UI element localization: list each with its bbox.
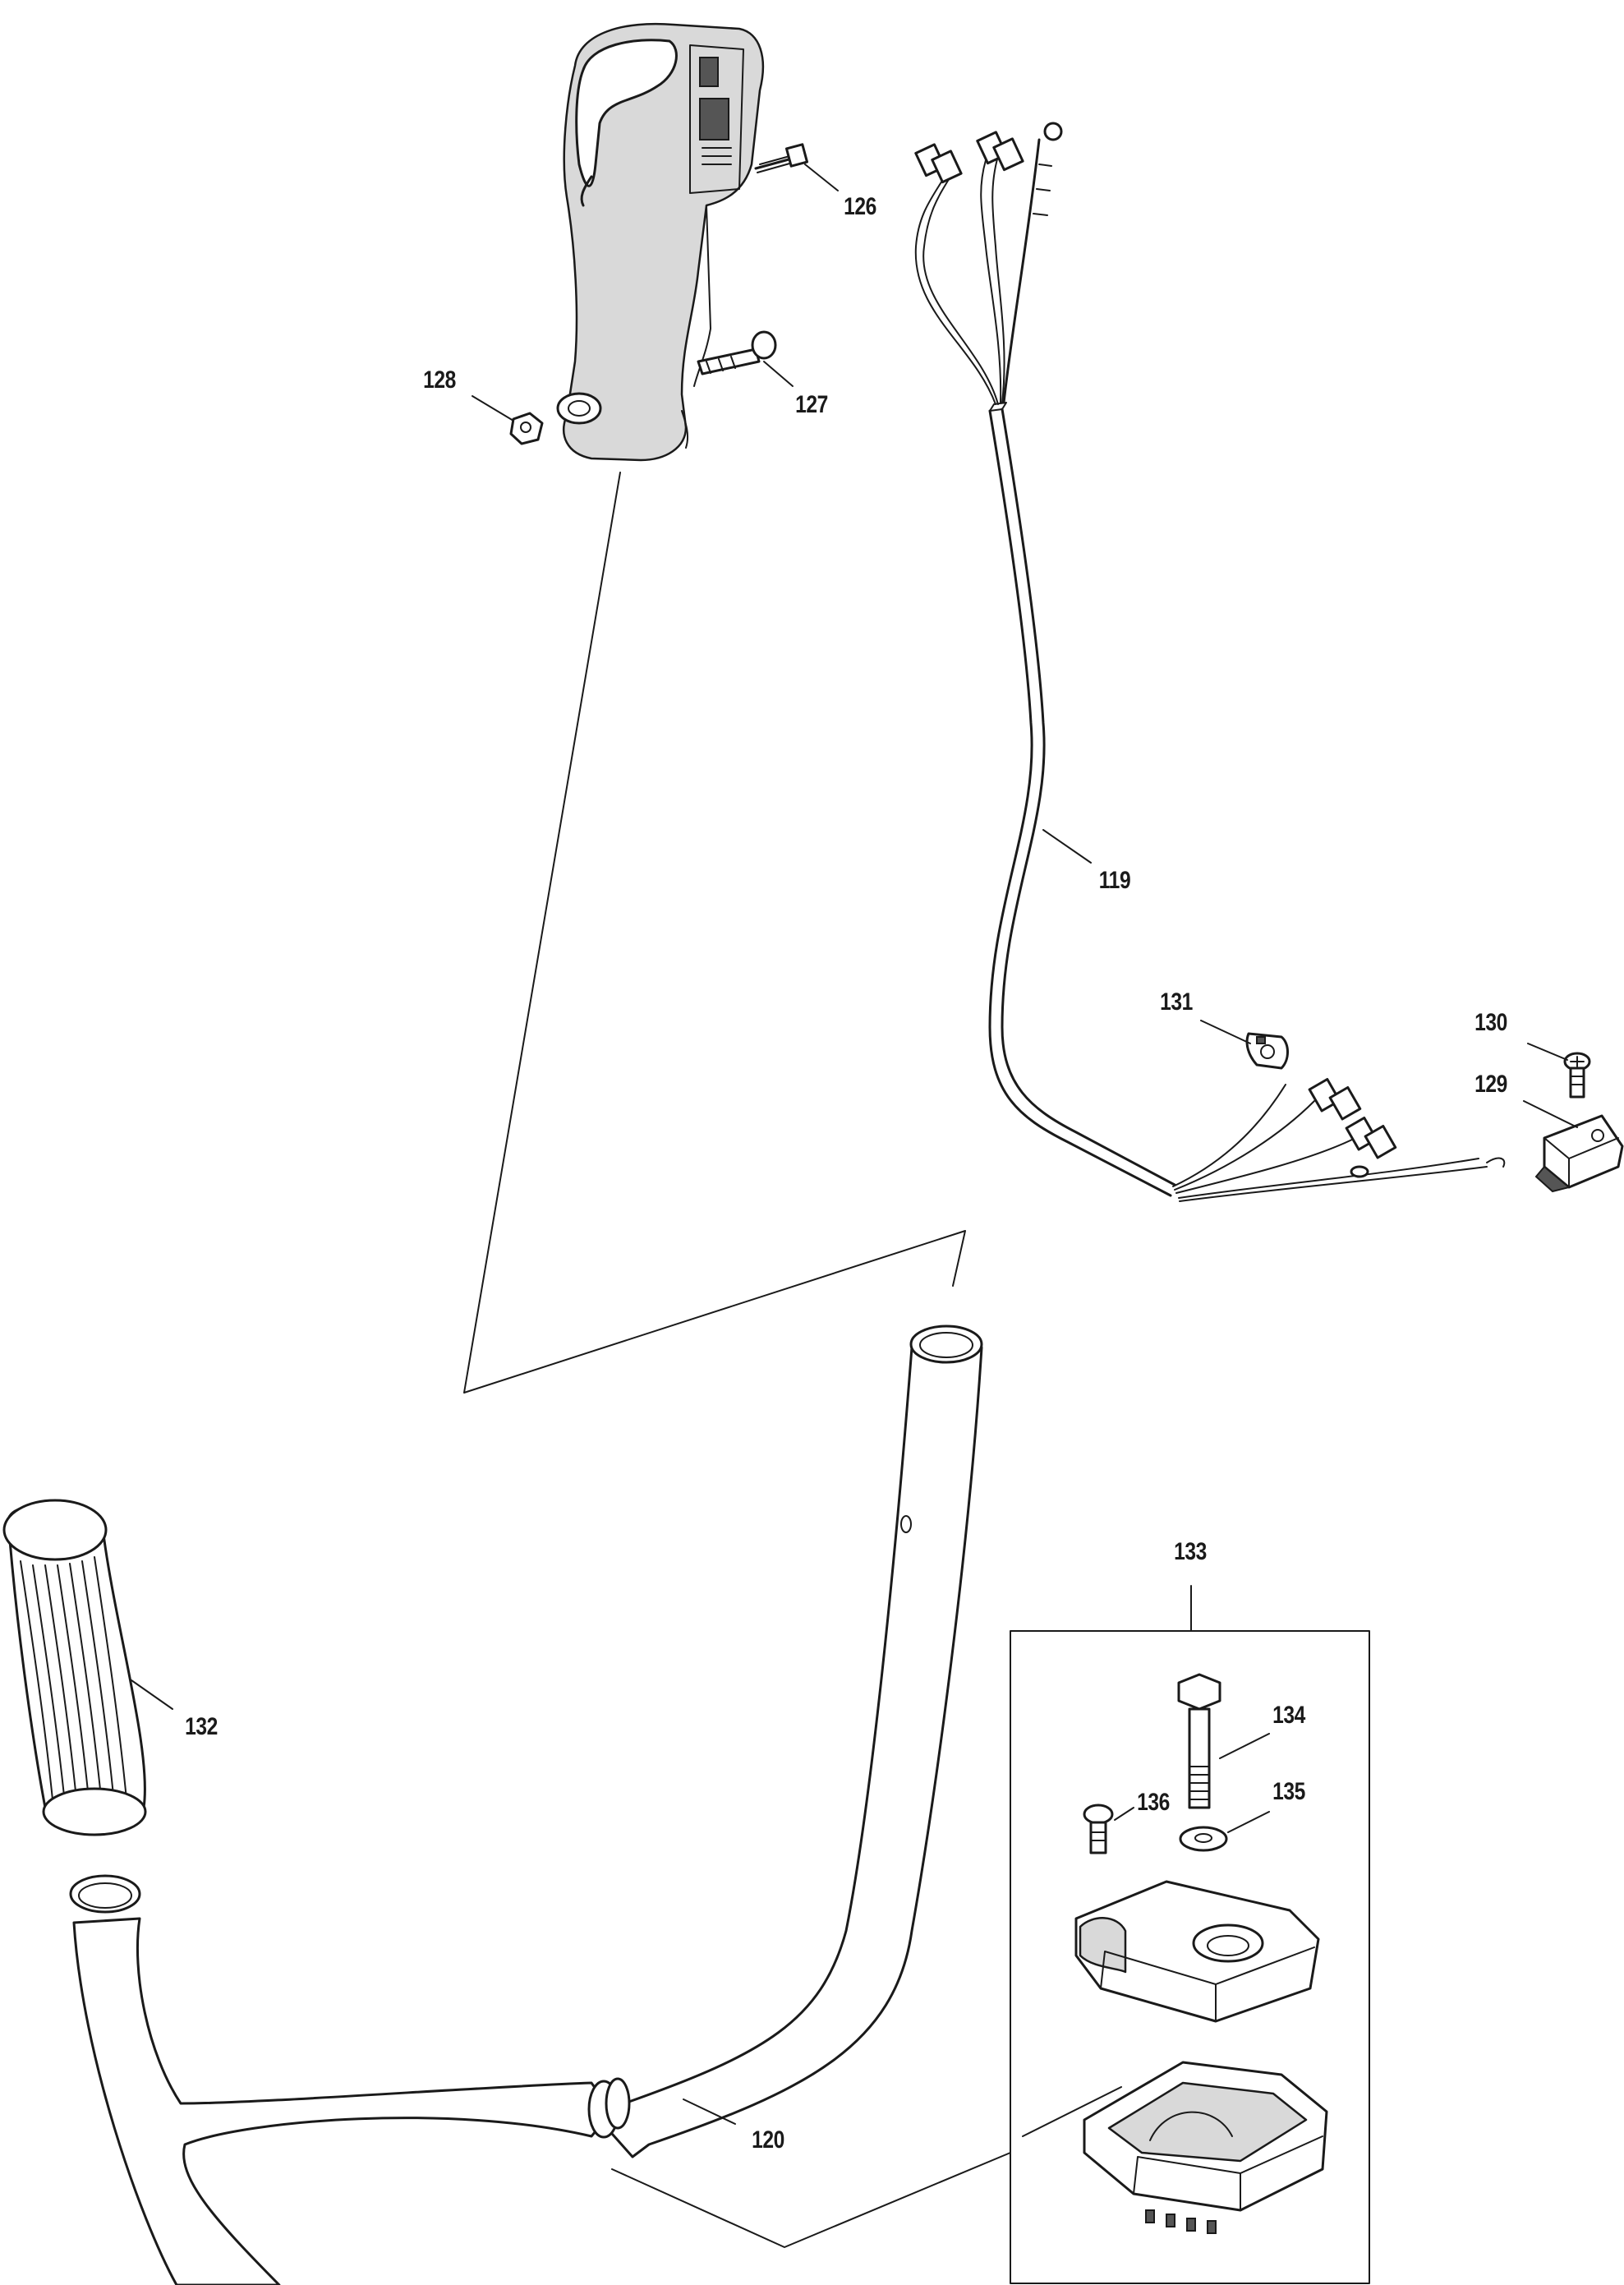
screw-130 bbox=[1563, 1052, 1591, 1099]
part-number-129: 129 bbox=[1474, 1071, 1507, 1098]
throttle-handle bbox=[556, 22, 764, 462]
screw-127 bbox=[697, 330, 777, 375]
screw-136 bbox=[1083, 1804, 1114, 1854]
clamp-top bbox=[1074, 1880, 1320, 2023]
clip-131 bbox=[1245, 1032, 1289, 1070]
part-number-135: 135 bbox=[1272, 1778, 1305, 1805]
leader-lines bbox=[131, 164, 1578, 2125]
bolt-134 bbox=[1177, 1673, 1221, 1809]
part-number-133: 133 bbox=[1174, 1538, 1207, 1565]
screw-126 bbox=[754, 143, 809, 173]
part-number-136: 136 bbox=[1137, 1789, 1170, 1816]
part-number-127: 127 bbox=[795, 391, 828, 418]
switch-129 bbox=[1534, 1114, 1624, 1193]
part-number-130: 130 bbox=[1474, 1009, 1507, 1036]
part-number-131: 131 bbox=[1160, 988, 1193, 1016]
cable-harness-119 bbox=[914, 122, 1506, 1202]
clamp-base bbox=[1083, 2061, 1328, 2234]
part-number-132: 132 bbox=[185, 1713, 218, 1740]
part-number-120: 120 bbox=[752, 2126, 784, 2154]
reference-line-tube-to-clamp bbox=[1022, 2086, 1122, 2137]
part-number-126: 126 bbox=[844, 193, 876, 220]
part-number-134: 134 bbox=[1272, 1702, 1305, 1729]
part-number-128: 128 bbox=[423, 366, 456, 394]
tube-120 bbox=[69, 1324, 983, 2285]
nut-128 bbox=[509, 412, 544, 445]
washer-135 bbox=[1179, 1826, 1228, 1852]
reference-line-tube-to-clamp-base bbox=[611, 2152, 1011, 2248]
parts-kit-box-133 bbox=[1010, 1585, 1370, 2284]
grip-132 bbox=[2, 1499, 147, 1836]
part-number-119: 119 bbox=[1098, 867, 1131, 894]
reference-line-handle-to-tube bbox=[463, 472, 966, 1394]
